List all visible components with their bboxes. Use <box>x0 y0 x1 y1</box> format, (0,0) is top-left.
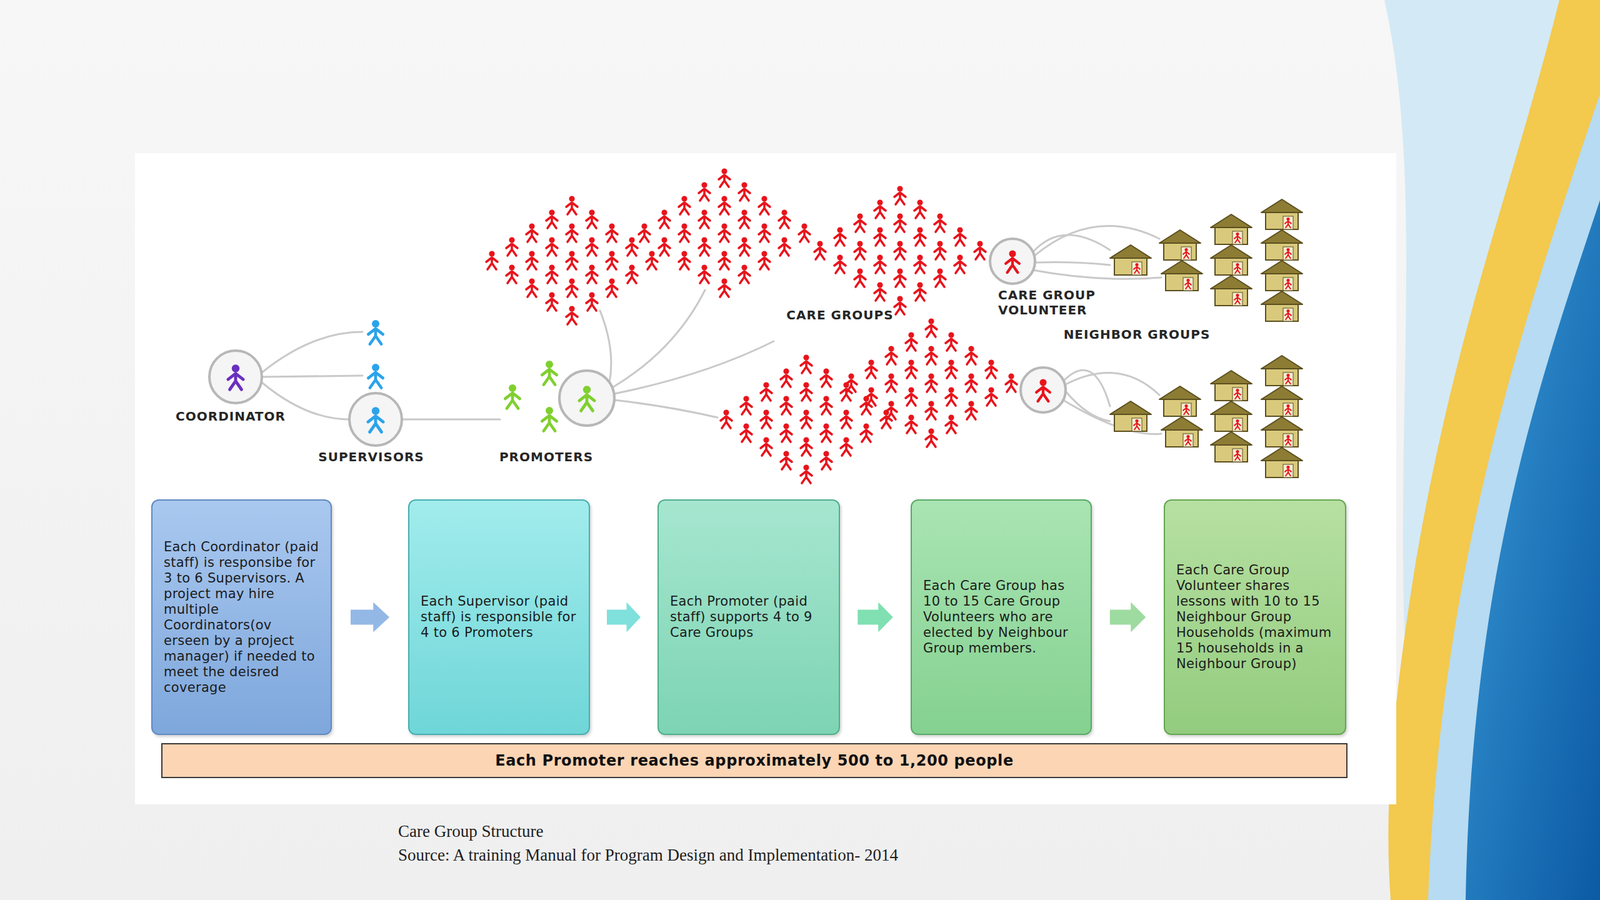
box-text: Each Care Group Volunteer shares lessons… <box>1176 562 1334 672</box>
illustration-part <box>1261 260 1303 291</box>
illustration-part <box>261 331 363 373</box>
illustration-part <box>1064 372 1160 395</box>
volunteer-figure <box>1036 378 1050 402</box>
process-box: Each Care Group Volunteer shares lessons… <box>1163 499 1347 735</box>
box-text: Each Promoter (paid staff) supports 4 to… <box>670 593 828 641</box>
block-arrow <box>857 602 894 633</box>
wave-light <box>1384 0 1600 900</box>
text-group: Each Promoter (paid staff) supports 4 to… <box>670 593 828 641</box>
band-text: Each Promoter reaches approximately 500 … <box>495 751 1014 770</box>
illustration-part <box>262 375 363 377</box>
block-arrow <box>350 602 390 633</box>
illustration-part <box>401 418 500 421</box>
promoter-circle <box>559 370 615 426</box>
box-text: Each Coordinator (paid staff) is respons… <box>163 539 320 696</box>
illustration-label: NEIGHBOR GROUPS <box>1063 326 1211 342</box>
diagram-panel <box>135 153 1397 805</box>
illustration-part <box>638 168 810 297</box>
illustration-part <box>1210 214 1252 245</box>
illustration-part <box>1161 260 1203 291</box>
promoter-figure <box>579 385 595 411</box>
promoter-figure <box>541 406 557 431</box>
illustration-part <box>1110 401 1152 432</box>
summary-band: Each Promoter reaches approximately 500 … <box>161 743 1348 779</box>
illustration-part <box>1261 291 1303 322</box>
illustration-part <box>1210 401 1252 432</box>
illustration-part <box>1261 447 1303 478</box>
wave-mid <box>1428 93 1600 900</box>
illustration-part <box>845 318 1017 447</box>
illustration-part <box>1159 230 1201 260</box>
illustration-label: SUPERVISORS <box>318 449 425 465</box>
illustration-part <box>614 341 774 394</box>
process-box: Each Care Group has 10 to 15 Care Group … <box>910 499 1092 735</box>
illustration-part <box>1161 416 1203 447</box>
illustration-part <box>1210 245 1252 275</box>
block-arrow <box>606 602 641 633</box>
figure-caption: Care Group Structure <box>398 821 544 842</box>
illustration-label: CARE GROUPS <box>786 307 894 323</box>
illustration-part <box>1063 400 1162 435</box>
illustration-part <box>614 400 718 418</box>
illustration-part <box>1210 370 1252 401</box>
illustration-part <box>1110 245 1152 275</box>
illustration-label: PROMOTERS <box>499 449 594 465</box>
promoter-figure <box>541 360 557 385</box>
illustration-part <box>1032 235 1110 253</box>
care-groups <box>486 168 1017 484</box>
volunteer-circle <box>1020 367 1066 413</box>
process-box: Each Supervisor (paid staff) is responsi… <box>408 499 590 735</box>
volunteer-circle <box>990 238 1035 284</box>
illustration-part <box>720 354 892 484</box>
illustration-part <box>1210 275 1252 306</box>
text-group: Each Promoter reaches approximately 500 … <box>495 751 1014 770</box>
text-group: Each Care Group has 10 to 15 Care Group … <box>923 578 1080 657</box>
illustration-part <box>1035 262 1110 266</box>
source-note: Source: A training Manual for Program De… <box>398 845 899 865</box>
block-arrow <box>1110 602 1147 633</box>
text-group: Each Supervisor (paid staff) is responsi… <box>420 593 578 641</box>
supervisor-figure <box>368 320 383 344</box>
text-group: Each Coordinator (paid staff) is respons… <box>163 539 320 696</box>
illustration-part <box>1210 431 1252 462</box>
illustration-label: COORDINATOR <box>175 408 286 424</box>
promoter-figure <box>505 384 520 409</box>
illustration-part <box>814 185 986 315</box>
coordinator-figure <box>228 364 244 390</box>
illustration-part <box>600 310 612 383</box>
illustration-part <box>486 195 658 325</box>
supervisor-figure <box>368 406 384 432</box>
wave-gold <box>1388 0 1600 900</box>
volunteer-figure <box>1005 250 1020 273</box>
illustration-part <box>1261 230 1303 260</box>
illustration-part <box>612 290 705 388</box>
illustration-part <box>1261 386 1303 417</box>
text-group: Each Care Group Volunteer shares lessons… <box>1176 562 1334 672</box>
supervisor-circle <box>349 393 402 446</box>
illustration-label: CARE GROUP VOLUNTEER <box>998 287 1111 318</box>
box-text: Each Supervisor (paid staff) is responsi… <box>420 593 578 641</box>
illustration-part <box>1261 355 1303 386</box>
supervisor-figure <box>368 363 383 388</box>
process-box: Each Promoter (paid staff) supports 4 to… <box>657 499 840 735</box>
illustration-part <box>1159 386 1201 417</box>
coordinator-circle <box>209 350 262 404</box>
process-box: Each Coordinator (paid staff) is respons… <box>151 499 332 735</box>
box-text: Each Care Group has 10 to 15 Care Group … <box>923 578 1080 657</box>
illustration-part <box>1261 199 1303 230</box>
illustration-part <box>1261 416 1303 447</box>
wave-dark <box>1465 200 1600 900</box>
